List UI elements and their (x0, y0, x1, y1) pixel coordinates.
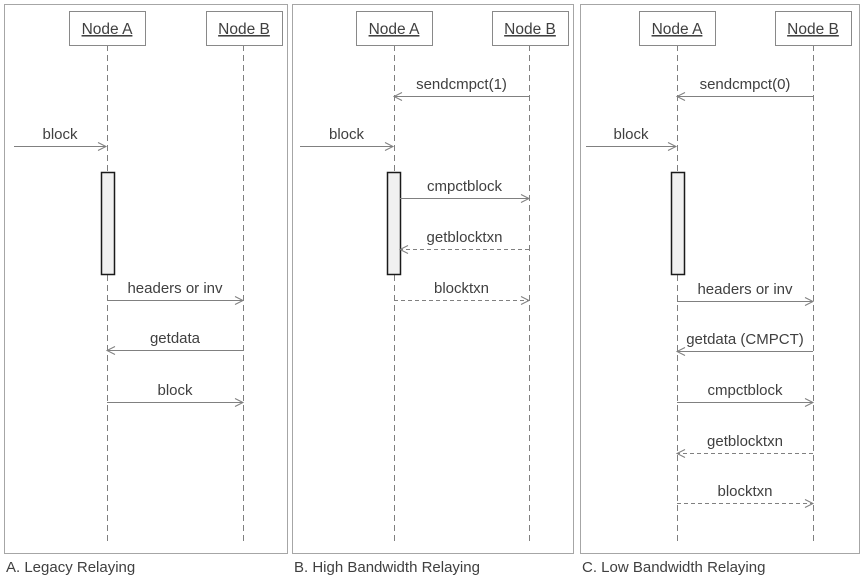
message-label: sendcmpct(0) (700, 76, 791, 93)
arrowhead-icon (520, 296, 531, 305)
node-label: Node A (652, 21, 704, 38)
arrowhead-icon (520, 194, 531, 203)
panel-caption: C. Low Bandwidth Relaying (582, 559, 765, 576)
panel-A: A. Legacy Relaying Node A Node B block heade… (4, 4, 288, 576)
node-label: Node A (369, 21, 421, 38)
panel-caption: B. High Bandwidth Relaying (294, 559, 480, 576)
arrowhead-icon (384, 142, 395, 151)
message-label: getblocktxn (707, 433, 783, 450)
arrowhead-icon (105, 346, 116, 355)
activation-bar (670, 171, 686, 276)
message-label: getdata (150, 330, 201, 347)
node-label: Node A (82, 21, 134, 38)
message-label: getdata (CMPCT) (686, 331, 804, 348)
message-label: blocktxn (717, 483, 772, 500)
message-label: headers or inv (127, 280, 223, 297)
arrowhead-icon (675, 347, 686, 356)
arrowhead-icon (804, 297, 815, 306)
node-box (206, 11, 283, 46)
arrowhead-icon (675, 92, 686, 101)
arrowhead-icon (234, 398, 245, 407)
arrowhead-icon (804, 398, 815, 407)
message-label: block (157, 382, 193, 399)
message-label: headers or inv (697, 281, 793, 298)
node-box (356, 11, 433, 46)
arrowhead-icon (675, 449, 686, 458)
node-box (69, 11, 146, 46)
arrowhead-icon (392, 92, 403, 101)
panel-C: C. Low Bandwidth Relaying Node A Node B sen… (580, 4, 860, 576)
arrowhead-icon (234, 296, 245, 305)
message-label: cmpctblock (707, 382, 783, 399)
node-box (639, 11, 716, 46)
panel-frame (4, 4, 288, 554)
node-label: Node B (218, 21, 270, 38)
arrowhead-icon (97, 142, 108, 151)
message-label: block (42, 126, 78, 143)
panel-frame (580, 4, 860, 554)
message-label: cmpctblock (427, 178, 503, 195)
node-label: Node B (787, 21, 839, 38)
panel-caption: A. Legacy Relaying (6, 559, 135, 576)
arrowhead-icon (398, 245, 409, 254)
arrowhead-icon (804, 499, 815, 508)
message-label: blocktxn (434, 280, 489, 297)
node-label: Node B (504, 21, 556, 38)
activation-bar (386, 171, 402, 276)
activation-bar (100, 171, 116, 276)
panel-frame (292, 4, 574, 554)
message-label: block (329, 126, 365, 143)
node-box (492, 11, 569, 46)
node-box (775, 11, 852, 46)
panel-B: B. High Bandwidth Relaying Node A Node B se… (292, 4, 574, 576)
message-label: getblocktxn (427, 229, 503, 246)
arrowhead-icon (667, 142, 678, 151)
message-label: sendcmpct(1) (416, 76, 507, 93)
message-label: block (613, 126, 649, 143)
